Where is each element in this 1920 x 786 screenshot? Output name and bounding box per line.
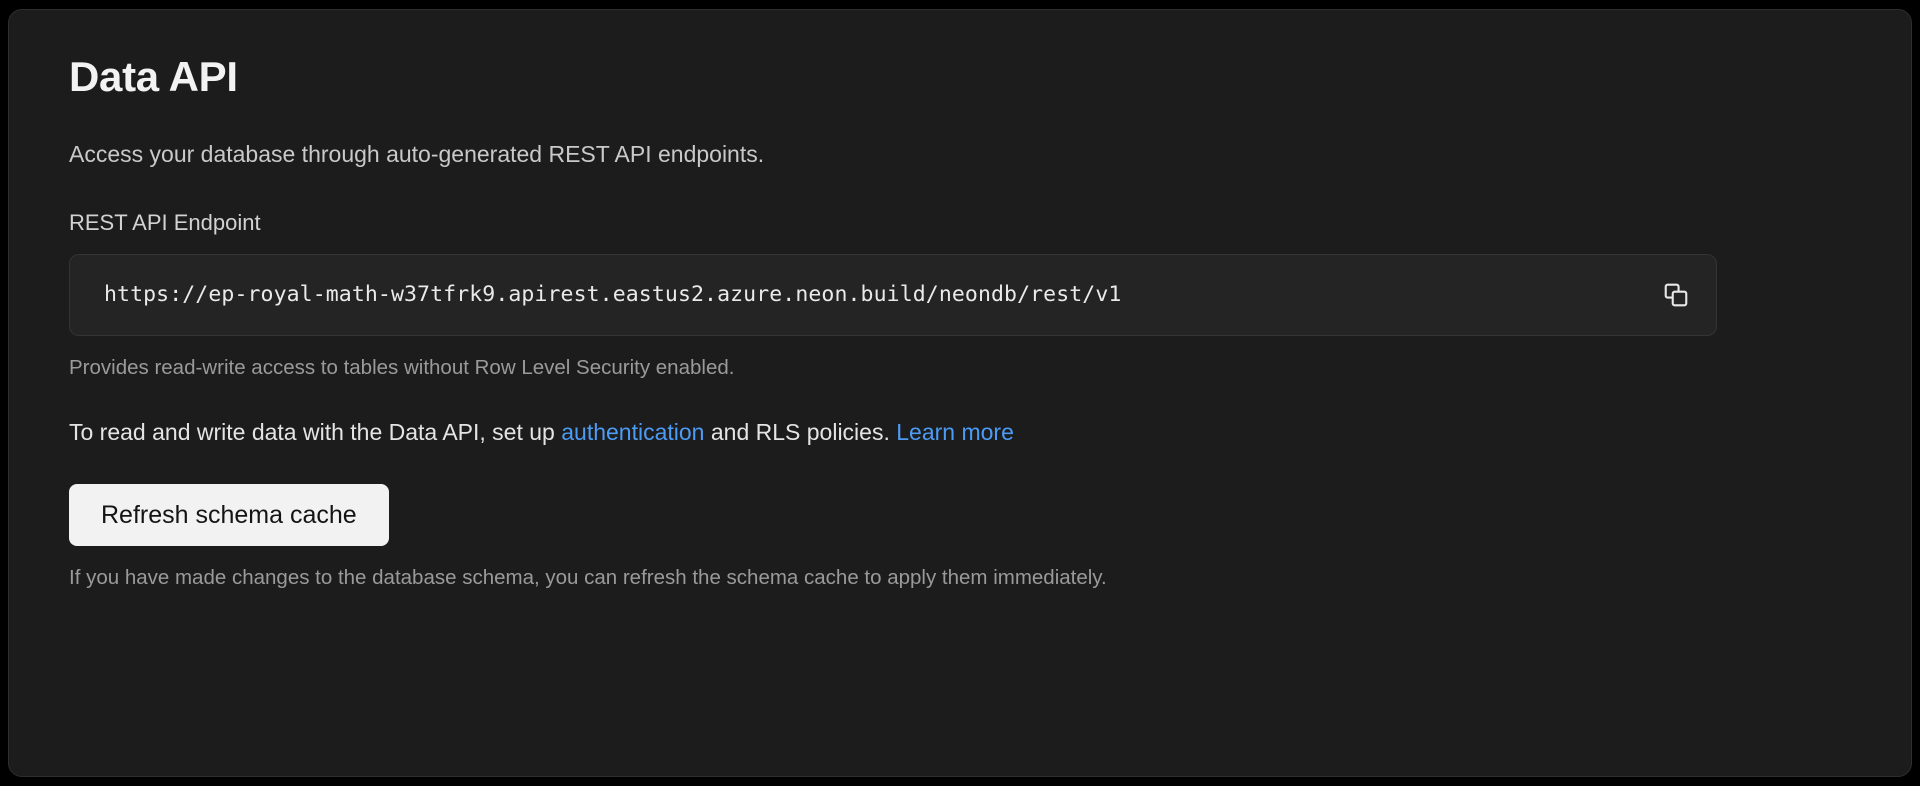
page-title: Data API (69, 53, 238, 100)
data-api-card: Data API Access your database through au… (8, 9, 1912, 777)
endpoint-input-group (69, 254, 1717, 336)
refresh-button-row: Refresh schema cache (69, 447, 1851, 546)
policy-note-text-before: To read and write data with the Data API… (69, 419, 562, 445)
refresh-footer-text: If you have made changes to the database… (69, 566, 1107, 589)
endpoint-input[interactable] (70, 280, 1716, 310)
copy-endpoint-button[interactable] (1654, 273, 1698, 317)
copy-icon (1662, 281, 1690, 309)
learn-more-link[interactable]: Learn more (896, 419, 1014, 445)
endpoint-helper-text: Provides read-write access to tables wit… (69, 356, 735, 379)
authentication-link[interactable]: authentication (561, 419, 705, 445)
policy-note-text-between: and RLS policies. (704, 419, 897, 445)
rest-api-endpoint-label: REST API Endpoint (69, 210, 261, 235)
refresh-schema-cache-button[interactable]: Refresh schema cache (69, 484, 389, 546)
card-description: Access your database through auto-genera… (69, 141, 765, 167)
policy-note: To read and write data with the Data API… (69, 381, 1851, 447)
